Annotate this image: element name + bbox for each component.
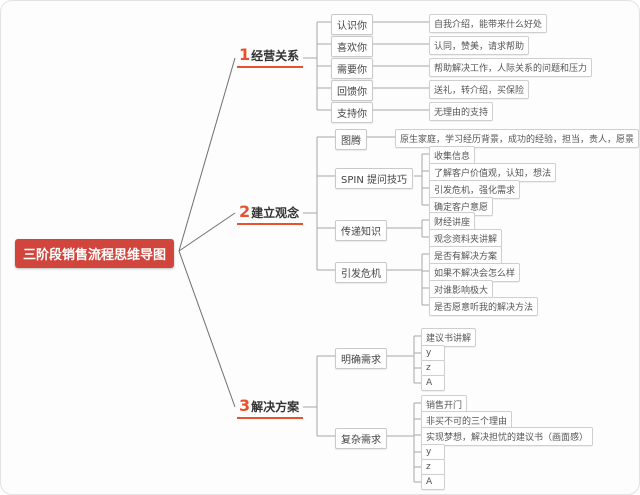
leaf-node[interactable]: z <box>421 459 445 475</box>
leaf-node[interactable]: 帮助解决工作，人际关系的问题和压力 <box>429 58 593 77</box>
leaf-node[interactable]: 自我介绍，能带来什么好处 <box>429 14 548 33</box>
root-node[interactable]: 三阶段销售流程思维导图 <box>15 239 175 268</box>
topic-node[interactable]: 支持你 <box>331 102 373 123</box>
topic-node[interactable]: 图腾 <box>335 129 367 150</box>
branch-3-label: 解决方案 <box>251 400 300 414</box>
topic-node[interactable]: 认识你 <box>331 14 373 35</box>
leaf-node[interactable]: y <box>421 345 445 361</box>
topic-node[interactable]: SPIN 提问技巧 <box>335 168 413 189</box>
leaf-node[interactable]: A <box>421 474 445 490</box>
leaf-node[interactable]: 原生家庭，学习经历背景，成功的经验，担当，贵人，愿景 <box>395 129 639 148</box>
topic-node[interactable]: 引发危机 <box>335 262 387 283</box>
branch-2-number: 2 <box>239 202 251 221</box>
leaf-node[interactable]: y <box>421 444 445 460</box>
leaf-node[interactable]: 无理由的支持 <box>429 102 494 121</box>
branch-3-number: 3 <box>239 396 251 415</box>
topic-node[interactable]: 明确需求 <box>335 348 387 369</box>
leaf-node[interactable]: 建议书讲解 <box>421 328 477 347</box>
topic-node[interactable]: 需要你 <box>331 58 373 79</box>
branch-2-label: 建立观念 <box>251 206 300 220</box>
branch-1-number: 1 <box>239 45 251 64</box>
branch-3-node[interactable]: 3解决方案 <box>237 396 304 419</box>
topic-node[interactable]: 复杂需求 <box>335 428 387 449</box>
topic-node[interactable]: 回馈你 <box>331 80 373 101</box>
branch-2-node[interactable]: 2建立观念 <box>237 202 304 225</box>
leaf-node[interactable]: A <box>421 375 445 391</box>
branch-1-label: 经营关系 <box>251 49 300 63</box>
topic-node[interactable]: 喜欢你 <box>331 36 373 57</box>
leaf-node[interactable]: 是否愿意听我的解决方法 <box>429 297 539 316</box>
topic-node[interactable]: 传递知识 <box>335 220 387 241</box>
leaf-node[interactable]: 实现梦想，解决担忧的建议书（画面感） <box>421 427 594 446</box>
branch-1-node[interactable]: 1经营关系 <box>237 45 304 68</box>
leaf-node[interactable]: z <box>421 360 445 376</box>
leaf-node[interactable]: 认同，赞美，请求帮助 <box>429 36 530 55</box>
leaf-node[interactable]: 送礼，转介绍，买保险 <box>429 80 530 99</box>
